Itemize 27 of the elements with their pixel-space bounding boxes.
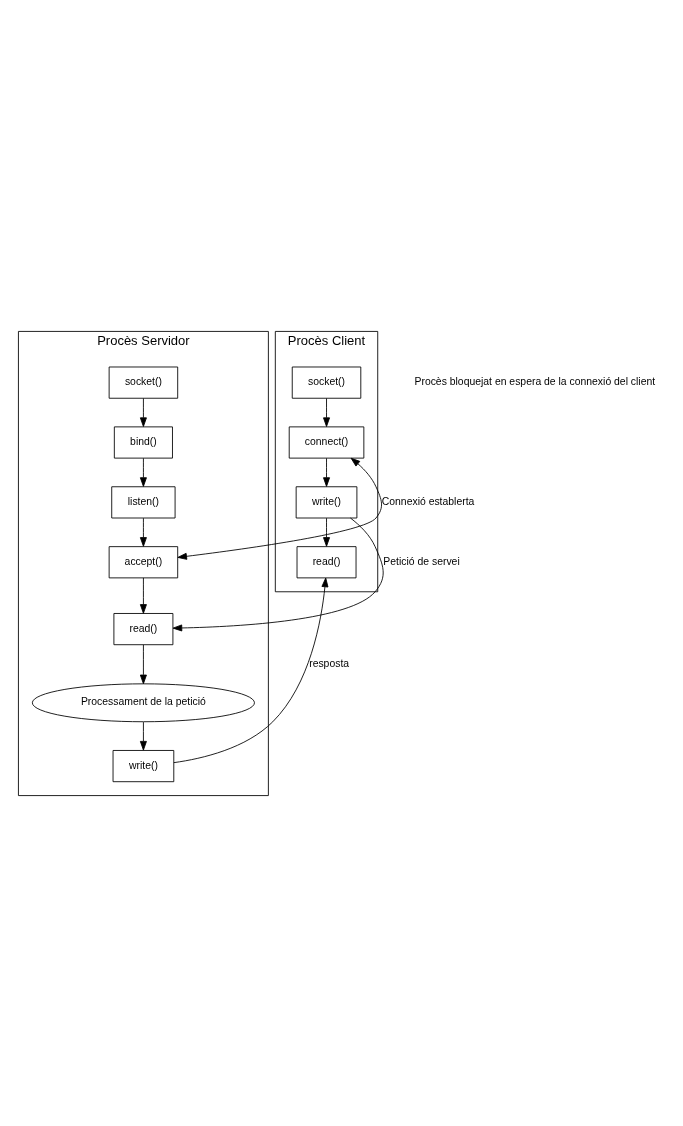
node-box: socket() xyxy=(108,366,179,399)
arrow xyxy=(177,457,382,560)
node-box: accept() xyxy=(108,545,179,578)
edge-label: Connexió establerta xyxy=(381,495,475,507)
arrow xyxy=(139,643,147,684)
arrow xyxy=(323,457,330,487)
arrow xyxy=(172,517,384,631)
arrow xyxy=(173,577,329,763)
node-box: read() xyxy=(296,545,357,578)
arrow xyxy=(323,517,330,547)
edge-label: resposta xyxy=(309,657,350,669)
node-box: write() xyxy=(295,485,358,518)
node-box: connect() xyxy=(288,425,365,459)
arrow xyxy=(139,721,147,750)
node-box: read() xyxy=(113,612,174,645)
node-box: listen() xyxy=(111,485,176,518)
label: Procès bloquejat en espera de la connexió del client xyxy=(414,375,656,387)
arrow xyxy=(139,457,147,487)
node-box: write() xyxy=(112,749,175,782)
arrow xyxy=(139,576,147,614)
node-box: bind() xyxy=(113,425,173,459)
arrow xyxy=(139,517,147,547)
arrow xyxy=(139,397,147,427)
node-box: socket() xyxy=(291,366,362,399)
arrow xyxy=(323,397,330,427)
node-ellipse: Processament de la petició xyxy=(31,682,255,722)
edge-label: Petició de servei xyxy=(383,555,460,567)
